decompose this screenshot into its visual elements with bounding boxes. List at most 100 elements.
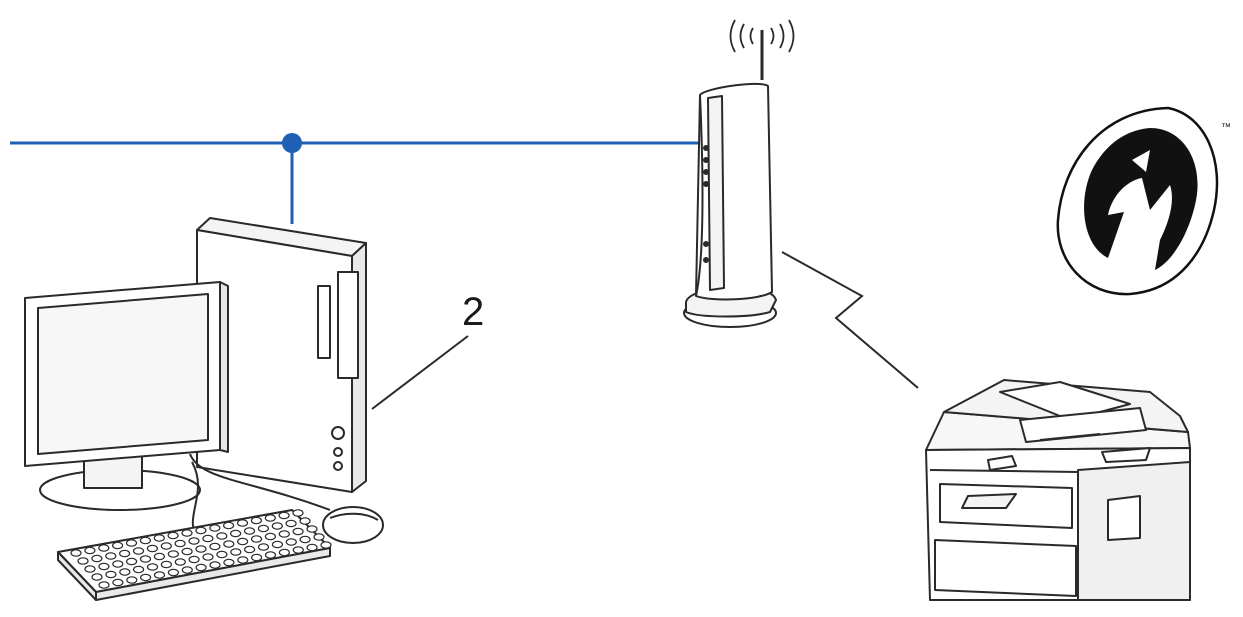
keyboard-key [209,542,221,551]
keyboard-key [160,560,172,569]
keyboard-key [167,550,179,558]
keyboard-key [181,529,193,537]
keyboard-key [299,517,311,525]
keyboard-key [202,534,214,543]
callout-number-label: 2 [462,290,485,334]
keyboard-key [98,562,110,571]
keyboard-key [126,576,138,584]
keyboard-key [236,519,249,527]
keyboard-key [285,538,297,546]
keyboard-key [313,533,325,541]
keyboard-key [105,570,117,579]
keyboard-key [292,509,304,517]
keyboard-key [146,563,159,571]
keyboard-key [188,555,200,564]
keyboard-key [70,549,82,557]
keyboard-key [119,568,131,576]
keyboard-key [230,529,242,538]
keyboard-key [223,521,235,530]
multifunction-printer-icon [925,379,1191,601]
keyboard-key [112,578,124,587]
keyboard-key [264,551,277,559]
keyboard-key [244,545,256,554]
computer-keyboard [57,509,332,601]
keyboard-key [223,540,235,548]
keyboard-key [188,537,200,545]
computer-monitor [24,281,229,511]
keyboard-key [105,552,117,560]
computer-tower [196,217,367,493]
wireless-signal-bolt-icon [781,251,919,389]
keyboard-key [160,542,172,550]
keyboard-key [223,558,235,567]
wps-logo-icon [1056,106,1219,296]
callout-leader-line [371,335,469,410]
keyboard-key [153,571,166,579]
keyboard-key [139,555,152,563]
keyboard-key [167,568,179,577]
keyboard-key [195,563,207,572]
keyboard-key [153,552,165,561]
keyboard-key [278,511,290,520]
keyboard-key [195,526,207,535]
keyboard-key [139,536,151,545]
keyboard-key [243,527,256,535]
keyboard-key [125,539,138,547]
keyboard-key [306,525,318,533]
keyboard-key [299,535,311,544]
keyboard-key [98,544,110,552]
keyboard-key [209,561,221,569]
keyboard-key [91,554,103,563]
keyboard-key [237,556,249,564]
keyboard-key [84,565,96,573]
keyboard-key [133,565,145,574]
keyboard-key [264,532,276,541]
keyboard-key [112,560,124,568]
wired-network-line [10,133,700,224]
keyboard-key [202,553,214,561]
keyboard-key [306,543,318,552]
computer-mouse [322,506,384,544]
keyboard-key [278,530,290,538]
keyboard-key [174,558,186,566]
keyboard-key [257,543,270,551]
keyboard-key [257,524,269,533]
keyboard-key [132,547,145,555]
keyboard-key [292,546,304,554]
keyboard-key [250,516,262,525]
desktop-computer-icon [24,217,384,601]
keyboard-key [285,519,297,528]
keyboard-key [320,541,332,549]
keyboard-key [264,514,276,522]
keyboard-key [140,573,152,582]
keyboard-key [153,534,165,542]
keyboard-key [84,546,96,555]
keyboard-key [195,545,207,553]
trademark-symbol: ™ [1221,122,1231,133]
keyboard-key [278,548,290,557]
keyboard-key [251,553,263,562]
keyboard-key [111,541,124,550]
keyboard-key [77,557,89,565]
keyboard-key [181,566,193,574]
network-junction-dot [282,133,302,153]
keyboard-key [230,548,242,556]
keyboard-key [271,540,283,549]
keyboard-key [118,549,131,558]
keyboard-key [292,527,304,536]
keyboard-key [237,537,249,546]
keyboard-key [216,532,228,540]
keyboard-key [181,547,193,556]
keyboard-key [216,550,228,559]
keyboard-key [209,524,221,532]
keyboard-key [146,544,158,553]
keyboard-key [91,573,103,581]
keyboard-key [167,531,179,540]
keyboard-key [174,539,186,548]
keyboard-key [271,522,283,530]
keyboard-key [250,535,263,543]
keyboard-key [98,581,110,589]
wifi-signal-arcs [729,19,795,53]
